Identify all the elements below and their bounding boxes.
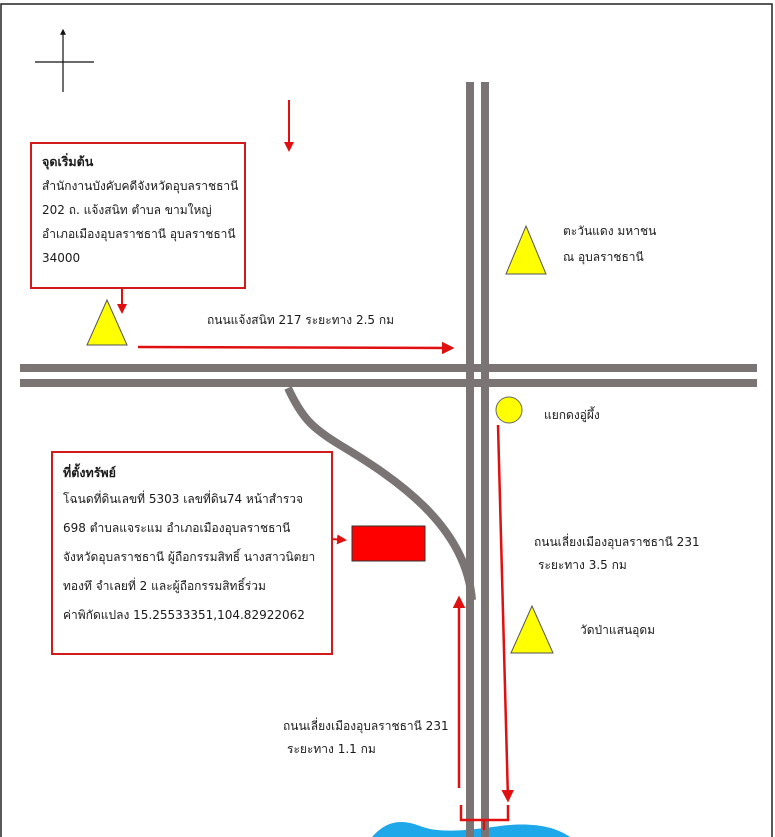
wat-triangle-marker-icon xyxy=(510,604,554,654)
start-line: อำเภอเมืองอุบลราชธานี อุบลราชธานี xyxy=(42,227,236,241)
start-line: 34000 xyxy=(42,251,81,265)
start-line: 202 ถ. แจ้งสนิท ตำบล ขามใหญ่ xyxy=(42,203,212,217)
u-turn-bracket xyxy=(459,805,510,830)
north-arrow-icon xyxy=(35,28,94,92)
property-coordinates: ค่าพิกัดแปลง 15.25533351,104.82922062 xyxy=(63,608,305,622)
tawandaeng-triangle-marker-icon xyxy=(505,224,547,275)
property-line: ทองทึ จำเลยที่ 2 และผู้ถือกรรมสิทธิ์ร่วม xyxy=(63,579,266,593)
bypass-lower-label: ระยะทาง 1.1 กม xyxy=(287,742,376,756)
bypass-upper-label: ถนนเลี่ยงเมืองอุบลราชธานี 231 xyxy=(534,535,700,549)
wat-label: วัดป่าแสนอุดม xyxy=(580,623,656,637)
property-line: โฉนดที่ดินเลขที่ 5303 เลขที่ดิน74 หน้าสำ… xyxy=(63,492,304,506)
bypass-upper-label: ระยะทาง 3.5 กม xyxy=(538,558,627,572)
start-title: จุดเริ่มต้น xyxy=(42,154,94,169)
property-line: 698 ตำบลแจระแม อำเภอเมืองอุบลราชธานี xyxy=(63,521,291,535)
junction-circle-marker-icon xyxy=(495,396,523,424)
property-location-box: ที่ตั้งทรัพย์ โฉนดที่ดินเลขที่ 5303 เลขท… xyxy=(51,451,333,655)
property-line: จังหวัดอุบลราชธานี ผู้ถือกรรมสิทธิ์ นางส… xyxy=(63,550,316,564)
start-point-box: จุดเริ่มต้น สำนักงานบังคับคดีจังหวัดอุบล… xyxy=(30,142,246,289)
road-cheangsanit-label: ถนนแจ้งสนิท 217 ระยะทาง 2.5 กม xyxy=(207,313,395,327)
property-rectangle-marker-icon xyxy=(351,525,426,562)
start-triangle-marker-icon xyxy=(86,298,128,346)
road-side-curve xyxy=(284,386,476,601)
start-line: สำนักงานบังคับคดีจังหวัดอุบลราชธานี xyxy=(42,179,239,193)
property-title: ที่ตั้งทรัพย์ xyxy=(63,465,116,480)
tawandaeng-label: ณ อุบลราชธานี xyxy=(563,250,644,264)
tawandaeng-label: ตะวันแดง มหาชน xyxy=(563,224,657,238)
map-frame xyxy=(0,3,773,837)
arrow-east-cheangsanit xyxy=(137,341,455,355)
water-body xyxy=(372,821,570,837)
road-bypass-231 xyxy=(466,82,489,837)
road-cheangsanit xyxy=(20,364,757,387)
intersection-label: แยกดงอู่ผึ้ง xyxy=(544,408,600,422)
arrow-down-bypass xyxy=(496,424,514,803)
bypass-lower-label: ถนนเลี่ยงเมืองอุบลราชธานี 231 xyxy=(283,719,449,733)
